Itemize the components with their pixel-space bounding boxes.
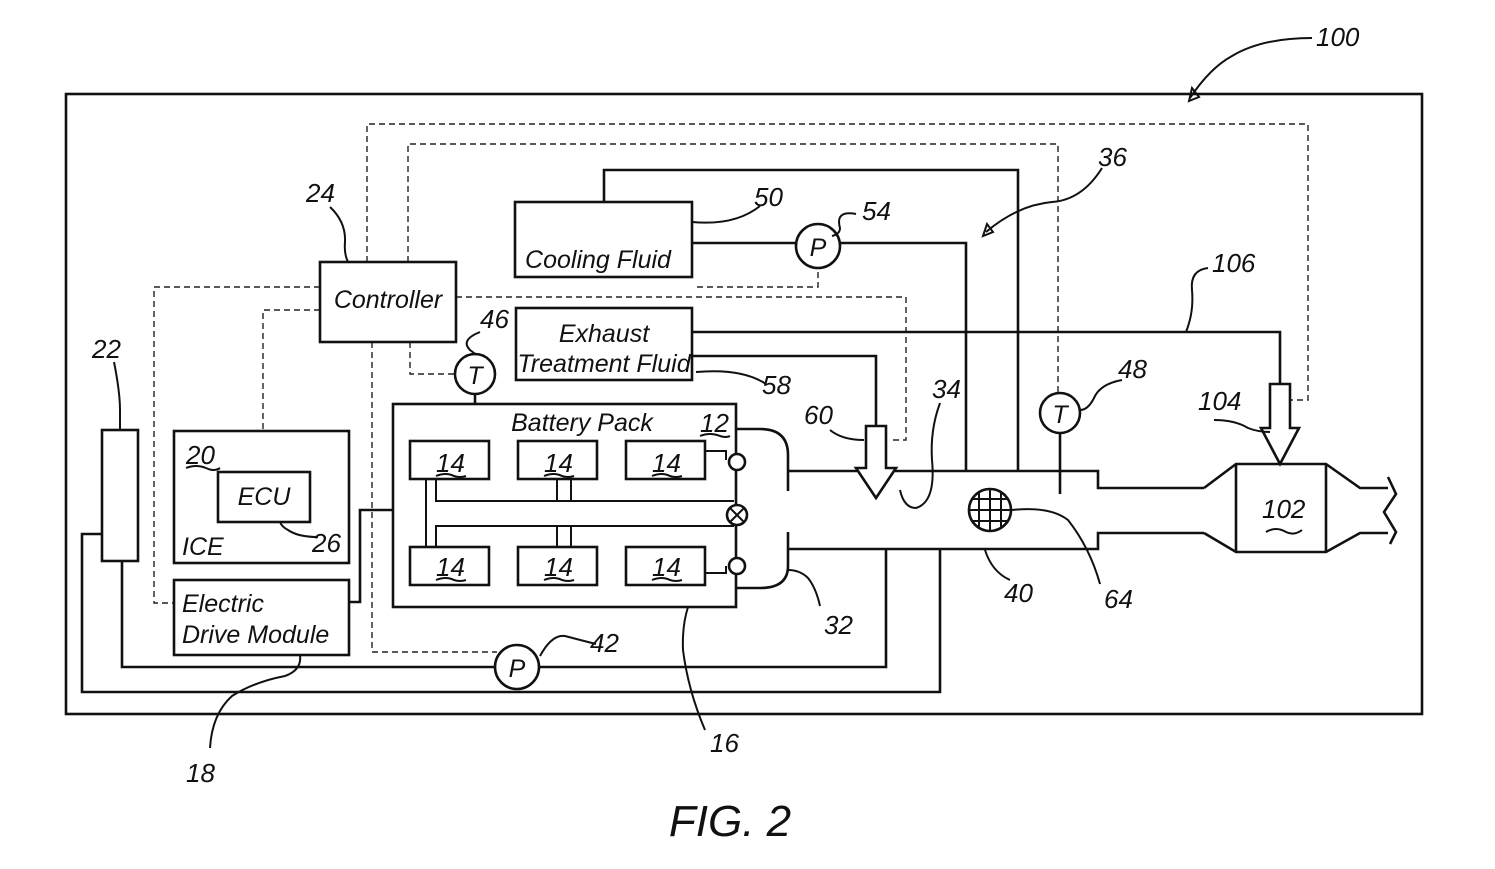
ref-102: 102: [1262, 494, 1306, 524]
ref-46: 46: [480, 304, 509, 334]
ref-14-d: 14: [436, 552, 465, 582]
temp-46-symbol: T: [467, 362, 484, 390]
ref-54: 54: [862, 196, 891, 226]
ref-40: 40: [1004, 578, 1033, 608]
controller-label: Controller: [334, 286, 444, 314]
ref-48: 48: [1118, 354, 1147, 384]
temp-sensor-48-icon: [1038, 391, 1082, 435]
cooling-fluid-box: [513, 200, 694, 279]
pump-42-symbol: P: [509, 655, 526, 683]
ref-60: 60: [804, 400, 833, 430]
ref-26: 26: [311, 528, 341, 558]
leader-lines: [113, 37, 1313, 749]
ice-label: ICE: [182, 533, 224, 561]
ref-14-e: 14: [544, 552, 573, 582]
fluid-lines: [80, 168, 1282, 694]
ref-14-b: 14: [544, 448, 573, 478]
injector-60-arrow-icon: [853, 424, 899, 501]
edm-label-1: Electric: [182, 590, 264, 618]
ref-14-a: 14: [436, 448, 465, 478]
ref-64: 64: [1104, 584, 1133, 614]
battery-pack-label: Battery Pack: [511, 409, 654, 437]
radiator-box: [100, 428, 140, 563]
ref-50: 50: [754, 182, 783, 212]
ref-12: 12: [700, 408, 729, 438]
ref-20: 20: [185, 440, 215, 470]
mesh-heater-icon: [967, 487, 1013, 533]
electric-drive-module-box: [172, 578, 351, 657]
ref-24: 24: [305, 178, 335, 208]
ref-36: 36: [1098, 142, 1127, 172]
battery-cells: [408, 439, 749, 587]
ref-58: 58: [762, 370, 791, 400]
temp-48-symbol: T: [1052, 401, 1069, 429]
exhaust-pipe: [736, 427, 1398, 590]
figure-caption: FIG. 2: [669, 797, 791, 846]
ref-100: 100: [1316, 22, 1360, 52]
edm-label-2: Drive Module: [182, 621, 329, 649]
ref-14-f: 14: [652, 552, 681, 582]
injector-104-arrow-icon: [1258, 382, 1302, 467]
control-signal-lines: [153, 123, 1309, 653]
ref-104: 104: [1198, 386, 1241, 416]
ref-22: 22: [91, 334, 121, 364]
ecu-box: [216, 470, 312, 524]
pump-54-icon: [794, 222, 842, 270]
exhaust-fluid-label-2: Treatment Fluid: [517, 350, 691, 378]
ecu-label: ECU: [238, 483, 292, 511]
ref-18: 18: [186, 758, 215, 788]
exhaust-fluid-label-1: Exhaust: [559, 320, 650, 348]
ref-32: 32: [824, 610, 853, 640]
controller-box: [318, 260, 458, 344]
ref-106: 106: [1212, 248, 1256, 278]
ref-34: 34: [932, 374, 961, 404]
underline-marks: [185, 433, 1303, 582]
ref-42: 42: [590, 628, 619, 658]
pump-42-icon: [493, 643, 541, 691]
pump-54-symbol: P: [810, 234, 827, 262]
exhaust-fluid-box: [514, 306, 694, 382]
cooling-fluid-label: Cooling Fluid: [525, 246, 672, 274]
ref-16: 16: [710, 728, 739, 758]
ref-14-c: 14: [652, 448, 681, 478]
